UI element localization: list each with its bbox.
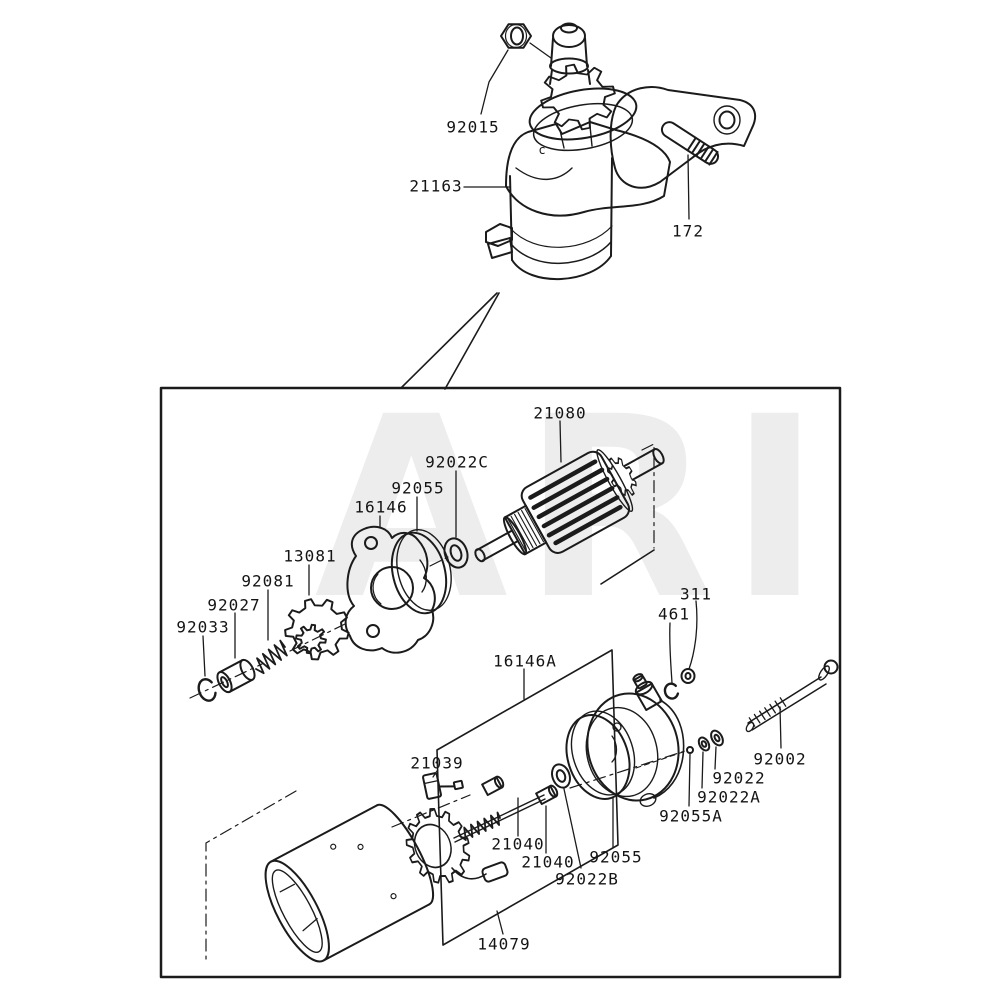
bracket-16146-drawing — [344, 525, 436, 654]
motor-body-drawing — [485, 157, 613, 280]
part-label-21163: 21163 — [409, 176, 463, 196]
clamp-drawing — [505, 121, 671, 217]
leader-92015 — [480, 49, 509, 115]
end-cover-drawing — [585, 673, 685, 807]
part-label-92033: 92033 — [176, 617, 230, 637]
leader-92033 — [202, 635, 206, 677]
brush-21040-b-drawing — [535, 784, 559, 806]
ring-92055-rear-drawing — [565, 710, 636, 800]
bracket-arm-drawing — [609, 86, 757, 189]
stud-bolt-drawing — [660, 121, 720, 166]
rod-spring-drawing — [459, 811, 501, 841]
part-label-14079: 14079 — [477, 934, 531, 954]
brush-lead-wire — [451, 867, 487, 880]
washer-92022-drawing — [710, 729, 724, 747]
watermark-text: ARI — [314, 363, 835, 654]
leader-92022A — [701, 751, 704, 789]
clip-461-drawing — [663, 682, 680, 700]
part-label-92027: 92027 — [207, 595, 261, 615]
part-label-casting-mark: c — [538, 143, 546, 157]
washer-92022A-drawing — [697, 736, 711, 752]
nut-311-drawing — [680, 668, 696, 684]
part-label-21039: 21039 — [410, 753, 464, 773]
part-label-92022A: 92022A — [697, 787, 761, 807]
collar-ring-drawing — [528, 87, 638, 152]
part-label-13081: 13081 — [283, 546, 337, 566]
part-label-16146A: 16146A — [493, 651, 557, 671]
part-label-92055-upper: 92055 — [391, 478, 445, 498]
brush-21040-a-drawing — [481, 775, 505, 797]
leader-311 — [688, 600, 698, 670]
exploded-view — [189, 420, 839, 963]
leader-21080 — [559, 420, 562, 463]
oring-92022C-drawing — [443, 537, 469, 569]
part-label-461: 461 — [658, 604, 690, 624]
part-label-92081: 92081 — [241, 571, 295, 591]
drive-gear-drawing — [540, 63, 616, 131]
part-label-92055-lower: 92055 — [589, 847, 643, 867]
part-label-21080: 21080 — [533, 403, 587, 423]
brush-holder-drawing — [422, 772, 464, 800]
leader-172 — [687, 154, 690, 220]
leader-92022B — [563, 788, 582, 869]
brush-plate-drawing — [405, 807, 471, 884]
diagram-frame — [159, 386, 842, 979]
part-label-92022B: 92022B — [555, 869, 619, 889]
collar-drawing — [216, 658, 256, 694]
armature-drawing — [474, 448, 665, 563]
pin-92055A-drawing — [635, 746, 694, 769]
leader-92022 — [714, 746, 717, 770]
leader-461 — [669, 622, 673, 684]
part-label-311: 311 — [680, 584, 712, 604]
part-label-21040-lower: 21040 — [521, 852, 575, 872]
yoke-housing-drawing — [264, 803, 435, 963]
bolt-92002-drawing — [745, 659, 839, 733]
leader-92002 — [779, 706, 782, 749]
snap-ring-drawing — [197, 678, 217, 702]
part-label-92015: 92015 — [446, 117, 500, 137]
spring-drawing — [255, 639, 288, 675]
part-label-92055A: 92055A — [659, 806, 723, 826]
brush-block-drawing — [481, 861, 509, 883]
assembled-starter-drawing — [401, 22, 757, 390]
part-label-21040-upper: 21040 — [491, 834, 545, 854]
pointer-wedge — [401, 292, 500, 390]
nut-drawing — [500, 23, 532, 49]
leader-14079 — [496, 910, 504, 935]
part-label-92002: 92002 — [753, 749, 807, 769]
washer-92022B-drawing — [551, 763, 571, 789]
leader-92055A — [688, 753, 691, 807]
pinion-gear-drawing — [284, 598, 350, 661]
leader-21039 — [432, 770, 438, 778]
part-label-172: 172 — [672, 221, 704, 241]
part-label-16146: 16146 — [354, 497, 408, 517]
part-label-92022: 92022 — [712, 768, 766, 788]
panel-outline — [436, 649, 619, 946]
armature-corner-bracket — [600, 549, 655, 585]
part-label-92022C: 92022C — [425, 452, 489, 472]
